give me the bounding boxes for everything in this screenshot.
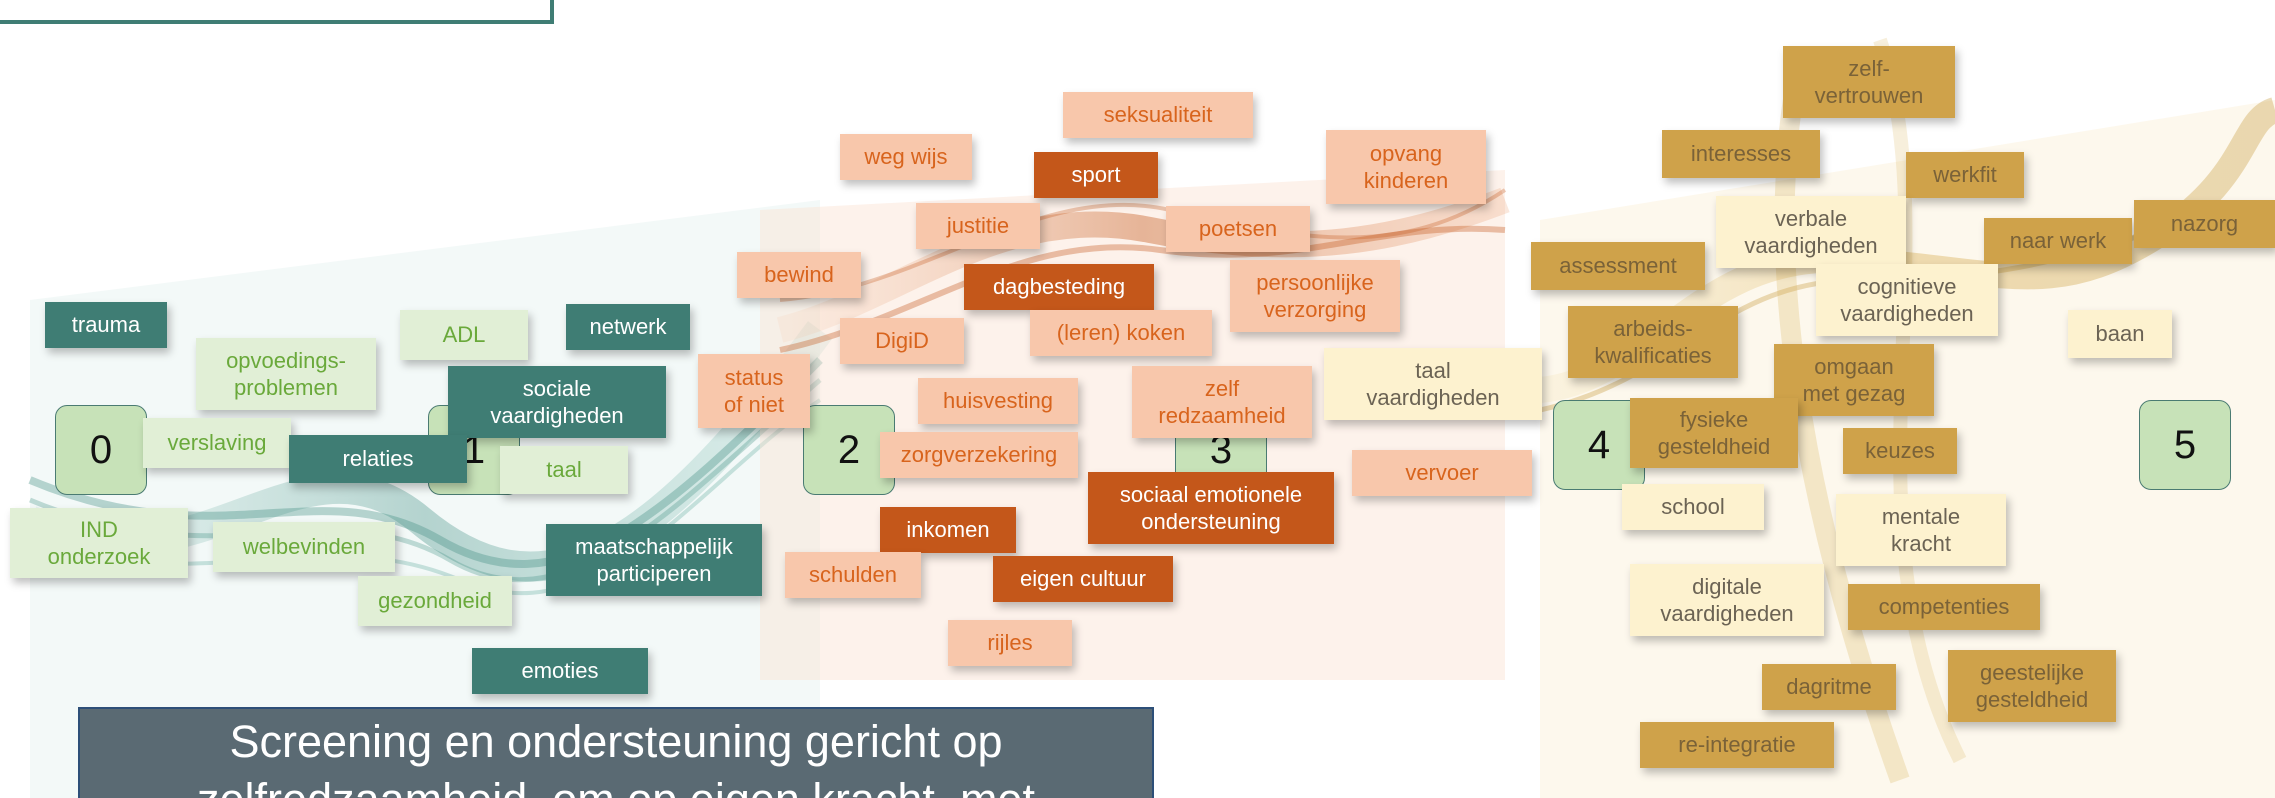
- label-inkomen: inkomen: [880, 507, 1016, 553]
- label-vervoer: vervoer: [1352, 450, 1532, 496]
- label-opvang-kinderen: opvang kinderen: [1326, 130, 1486, 204]
- label-geestelijke-gesteldheid: geestelijke gesteldheid: [1948, 650, 2116, 722]
- label-adl: ADL: [400, 310, 528, 360]
- label-verbale-vaardigheden: verbale vaardigheden: [1716, 196, 1906, 268]
- label-eigen-cultuur: eigen cultuur: [993, 556, 1173, 602]
- label-school: school: [1622, 484, 1764, 530]
- step-5-box: 5: [2139, 400, 2231, 490]
- step-4-box: 4: [1553, 400, 1645, 490]
- label-verslaving: verslaving: [143, 418, 291, 468]
- label-zelfvertrouwen: zelf- vertrouwen: [1783, 46, 1955, 118]
- label-cognitieve-vaardigheden: cognitieve vaardigheden: [1816, 264, 1998, 336]
- label-mentale-kracht: mentale kracht: [1836, 494, 2006, 566]
- label-competenties: competenties: [1848, 584, 2040, 630]
- title-text: Screening en ondersteuning gericht op ze…: [197, 716, 1035, 798]
- label-naar-werk: naar werk: [1984, 218, 2132, 264]
- label-sport: sport: [1034, 152, 1158, 198]
- step-3-number: 3: [1209, 427, 1233, 472]
- label-gezondheid: gezondheid: [358, 576, 512, 626]
- label-sociaal-emotionele-ondersteuning: sociaal emotionele ondersteuning: [1088, 472, 1334, 544]
- label-maatschappelijk-participeren: maatschappelijk participeren: [546, 524, 762, 596]
- step-1-number: 1: [462, 427, 486, 472]
- label-zelfredzaamheid: zelf redzaamheid: [1132, 366, 1312, 438]
- label-netwerk: netwerk: [566, 304, 690, 350]
- label-huisvesting: huisvesting: [918, 378, 1078, 424]
- label-werkfit: werkfit: [1906, 152, 2024, 198]
- label-baan: baan: [2068, 310, 2172, 358]
- label-rijles: rijles: [948, 620, 1072, 666]
- label-re-integratie: re-integratie: [1640, 722, 1834, 768]
- label-omgaan-met-gezag: omgaan met gezag: [1774, 344, 1934, 416]
- label-welbevinden: welbevinden: [213, 522, 395, 572]
- step-5-number: 5: [2173, 422, 2197, 467]
- step-4-number: 4: [1587, 422, 1611, 467]
- title-banner: Screening en ondersteuning gericht op ze…: [78, 707, 1154, 798]
- label-nazorg: nazorg: [2134, 200, 2275, 248]
- label-relaties: relaties: [289, 435, 467, 483]
- label-sociale-vaardigheden: sociale vaardigheden: [448, 366, 666, 438]
- label-leren-koken: (leren) koken: [1030, 310, 1212, 356]
- label-weg-wijs: weg wijs: [840, 134, 972, 180]
- step-0-number: 0: [89, 427, 113, 472]
- label-emoties: emoties: [472, 648, 648, 694]
- label-dagritme: dagritme: [1762, 664, 1896, 710]
- step-2-number: 2: [837, 427, 861, 472]
- label-bewind: bewind: [737, 252, 861, 298]
- label-keuzes: keuzes: [1843, 428, 1957, 474]
- label-assessment: assessment: [1531, 242, 1705, 290]
- step-2-box: 2: [803, 405, 895, 495]
- label-justitie: justitie: [916, 203, 1040, 249]
- label-schulden: schulden: [785, 552, 921, 598]
- label-dagbesteding: dagbesteding: [964, 264, 1154, 310]
- label-ind-onderzoek: IND onderzoek: [10, 508, 188, 578]
- label-taal-vaardigheden: taal vaardigheden: [1324, 348, 1542, 420]
- label-digitale-vaardigheden: digitale vaardigheden: [1630, 564, 1824, 636]
- label-interesses: interesses: [1662, 130, 1820, 178]
- label-status-of-niet: status of niet: [698, 354, 810, 428]
- label-opvoedingsproblemen: opvoedings- problemen: [196, 338, 376, 410]
- label-fysieke-gesteldheid: fysieke gesteldheid: [1630, 398, 1798, 468]
- label-persoonlijke-verzorging: persoonlijke verzorging: [1230, 260, 1400, 332]
- label-poetsen: poetsen: [1166, 206, 1310, 252]
- label-zorgverzekering: zorgverzekering: [880, 432, 1078, 478]
- label-trauma: trauma: [45, 302, 167, 348]
- step-0-box: 0: [55, 405, 147, 495]
- label-digid: DigiD: [840, 318, 964, 364]
- top-frame: [0, 0, 554, 24]
- label-arbeidskwalificaties: arbeids- kwalificaties: [1568, 306, 1738, 378]
- label-seksualiteit: seksualiteit: [1063, 92, 1253, 138]
- label-taal: taal: [500, 446, 628, 494]
